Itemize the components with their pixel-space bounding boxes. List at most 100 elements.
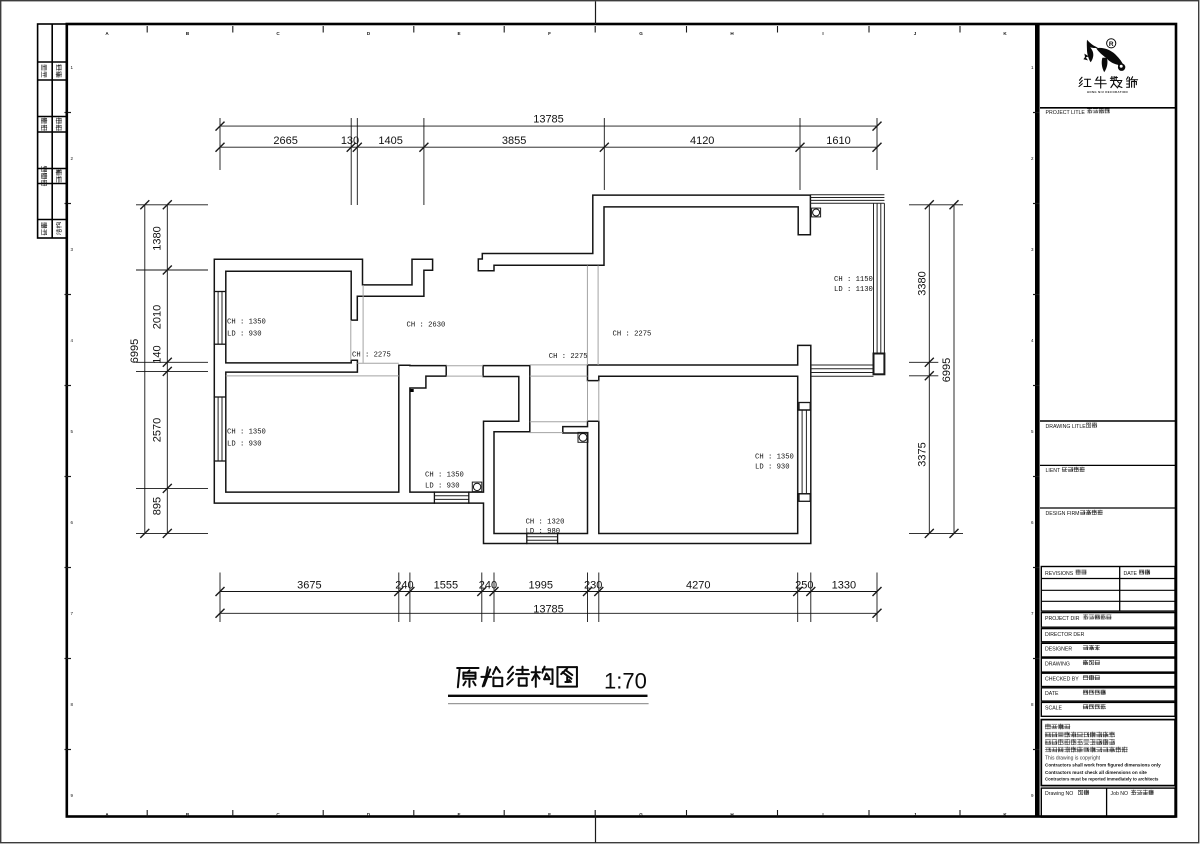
svg-text:6995: 6995 <box>941 358 953 382</box>
svg-text:4120: 4120 <box>690 135 714 147</box>
svg-text:J: J <box>914 31 917 36</box>
svg-text:CHECKED BY: CHECKED BY <box>1045 676 1079 682</box>
svg-text:A: A <box>105 31 109 36</box>
svg-text:4: 4 <box>1031 338 1034 343</box>
svg-text:CH : 2275: CH : 2275 <box>352 352 391 360</box>
svg-text:CH : 2275: CH : 2275 <box>549 353 588 361</box>
svg-text:Contractors must be reported i: Contractors must be reported immediately… <box>1045 777 1159 782</box>
svg-text:K: K <box>1003 812 1007 817</box>
svg-text:LD : 930: LD : 930 <box>227 441 262 449</box>
svg-text:LD : 930: LD : 930 <box>227 331 262 339</box>
svg-text:Drawing NO: Drawing NO <box>1045 791 1073 797</box>
svg-text:CH : 1350: CH : 1350 <box>425 472 464 480</box>
svg-text:K: K <box>1003 31 1007 36</box>
svg-text:1330: 1330 <box>832 580 856 592</box>
svg-text:DRAWING: DRAWING <box>1045 661 1070 667</box>
svg-text:Job NO: Job NO <box>1111 791 1129 797</box>
svg-text:This drawing is copyright: This drawing is copyright <box>1045 756 1101 762</box>
svg-text:PROJECT DIR: PROJECT DIR <box>1045 616 1080 622</box>
svg-text:2570: 2570 <box>152 418 164 442</box>
svg-text:B: B <box>186 31 190 36</box>
svg-text:CH : 2275: CH : 2275 <box>613 331 652 339</box>
svg-text:130: 130 <box>341 135 359 147</box>
svg-text:7: 7 <box>1031 611 1034 616</box>
svg-text:13785: 13785 <box>533 603 564 615</box>
svg-text:H: H <box>730 812 734 817</box>
svg-text:CH : 2630: CH : 2630 <box>407 322 446 330</box>
svg-text:I: I <box>822 812 823 817</box>
svg-text:5: 5 <box>71 429 74 434</box>
svg-text:DESIGNER: DESIGNER <box>1045 647 1072 653</box>
svg-text:6: 6 <box>1031 520 1034 525</box>
svg-text:7: 7 <box>71 611 74 616</box>
svg-text:E: E <box>457 31 460 36</box>
svg-text:D: D <box>367 812 371 817</box>
svg-text:3: 3 <box>71 247 74 252</box>
svg-text:J: J <box>914 812 917 817</box>
svg-text:240: 240 <box>395 580 413 592</box>
svg-text:8: 8 <box>71 702 74 707</box>
svg-text:R: R <box>1109 41 1114 48</box>
svg-text:G: G <box>639 31 643 36</box>
svg-text:C: C <box>276 31 280 36</box>
svg-text:I: I <box>822 31 823 36</box>
svg-text:A: A <box>105 812 109 817</box>
svg-text:F: F <box>548 31 551 36</box>
svg-text:1:70: 1:70 <box>604 669 647 694</box>
svg-text:6995: 6995 <box>129 339 141 363</box>
svg-text:140: 140 <box>152 345 164 363</box>
svg-text:1610: 1610 <box>826 135 850 147</box>
svg-text:3380: 3380 <box>917 271 929 295</box>
svg-text:B: B <box>186 812 190 817</box>
svg-text:1: 1 <box>1031 65 1034 70</box>
svg-text:895: 895 <box>152 497 164 515</box>
svg-text:F: F <box>548 812 551 817</box>
svg-text:5: 5 <box>1031 429 1034 434</box>
svg-text:Contractors shall work from fi: Contractors shall work from figured dime… <box>1045 763 1161 768</box>
svg-text:1380: 1380 <box>152 226 164 250</box>
svg-text:230: 230 <box>584 580 602 592</box>
svg-text:REVISIONS: REVISIONS <box>1045 571 1074 577</box>
svg-text:LD : 980: LD : 980 <box>526 528 561 536</box>
svg-text:CH : 1350: CH : 1350 <box>227 429 266 437</box>
svg-text:250: 250 <box>795 580 813 592</box>
svg-text:CH : 1350: CH : 1350 <box>227 319 266 327</box>
svg-text:4270: 4270 <box>686 580 710 592</box>
svg-text:240: 240 <box>479 580 497 592</box>
svg-text:1: 1 <box>71 65 74 70</box>
svg-text:LIENT: LIENT <box>1046 468 1062 474</box>
svg-text:9: 9 <box>71 793 74 798</box>
svg-text:SCALE: SCALE <box>1045 706 1063 712</box>
svg-text:CH : 1320: CH : 1320 <box>526 519 565 527</box>
svg-text:2665: 2665 <box>273 135 297 147</box>
svg-text:13785: 13785 <box>533 114 564 126</box>
svg-text:LD : 1130: LD : 1130 <box>834 286 873 294</box>
svg-text:DESIGN FIRM: DESIGN FIRM <box>1046 511 1080 517</box>
svg-text:DATE: DATE <box>1124 571 1138 577</box>
svg-text:CH : 1150: CH : 1150 <box>834 276 873 284</box>
svg-text:1405: 1405 <box>378 135 402 147</box>
svg-text:2: 2 <box>1031 156 1034 161</box>
svg-text:3855: 3855 <box>502 135 526 147</box>
svg-text:LD : 930: LD : 930 <box>425 483 460 491</box>
svg-text:H: H <box>730 31 734 36</box>
svg-text:LD : 930: LD : 930 <box>755 464 790 472</box>
svg-text:2: 2 <box>71 156 74 161</box>
svg-text:3: 3 <box>1031 247 1034 252</box>
svg-text:1555: 1555 <box>434 580 458 592</box>
svg-text:PROJECT LITLE: PROJECT LITLE <box>1046 110 1086 116</box>
svg-text:3675: 3675 <box>297 580 321 592</box>
svg-text:DRAWING LITLE: DRAWING LITLE <box>1046 424 1087 430</box>
svg-text:HONG NIU DECORATION: HONG NIU DECORATION <box>1087 90 1128 94</box>
svg-text:DATE: DATE <box>1045 691 1059 697</box>
svg-text:6: 6 <box>71 520 74 525</box>
svg-text:3375: 3375 <box>917 442 929 466</box>
svg-text:Contractors must check all dim: Contractors must check all dimensions on… <box>1045 770 1147 775</box>
svg-text:D: D <box>367 31 371 36</box>
svg-text:C: C <box>276 812 280 817</box>
svg-text:8: 8 <box>1031 702 1034 707</box>
svg-text:4: 4 <box>71 338 74 343</box>
svg-text:1995: 1995 <box>529 580 553 592</box>
svg-text:G: G <box>639 812 643 817</box>
svg-text:2010: 2010 <box>152 305 164 329</box>
